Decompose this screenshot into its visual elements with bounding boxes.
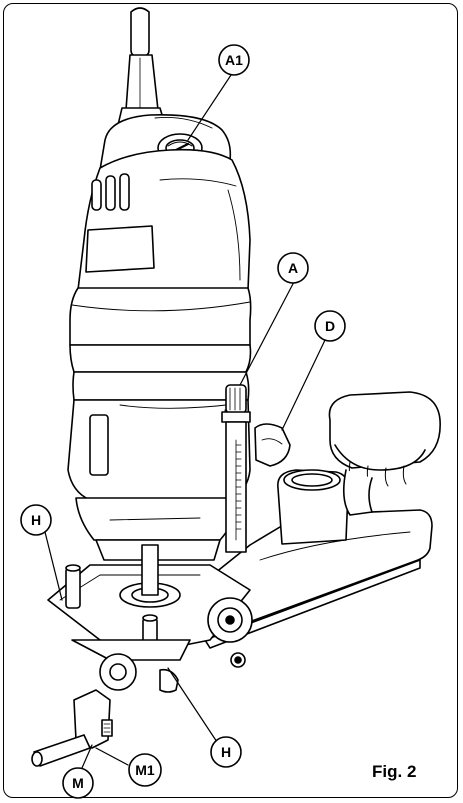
callout-h-left-label: H: [31, 512, 41, 528]
callout-m: M: [62, 767, 94, 799]
callout-h-bottom: H: [210, 736, 242, 768]
callout-a1-label: A1: [225, 52, 243, 68]
figure-frame: [3, 3, 458, 798]
motor-housing-upper: [77, 148, 251, 291]
callout-a1: A1: [218, 44, 250, 76]
callout-m1-label: M1: [135, 762, 155, 778]
motor-housing-middle: [69, 287, 252, 401]
dust-port: [277, 469, 350, 545]
callout-d: D: [314, 310, 346, 342]
depth-adjust-column: [221, 384, 291, 553]
callout-a: A: [277, 252, 309, 284]
figure-label: Fig. 2: [372, 762, 417, 781]
callout-h-left: H: [20, 504, 52, 536]
callout-m-label: M: [72, 775, 84, 791]
callout-h-bottom-label: H: [221, 744, 231, 760]
callout-leaders: [44, 71, 327, 769]
clamp-knob: [328, 391, 441, 516]
callout-m1: M1: [128, 753, 162, 787]
power-cord: [117, 7, 166, 126]
callout-a-label: A: [288, 260, 298, 276]
guide-assembly: [31, 544, 253, 767]
base-plate: [199, 509, 433, 649]
motor-housing-lower: [67, 399, 251, 561]
callout-d-label: D: [325, 318, 335, 334]
